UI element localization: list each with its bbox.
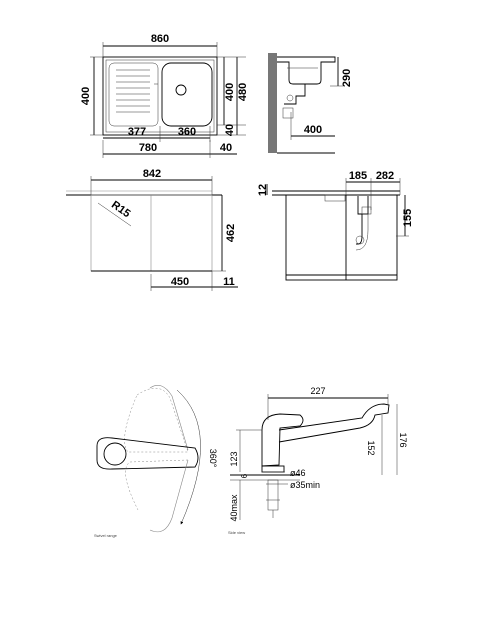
dim-tap-height-body: 123 <box>229 451 239 466</box>
sink-bowl <box>161 62 213 127</box>
spout-position-front <box>149 459 189 533</box>
side-view-caption: Side view <box>228 530 245 535</box>
dim-tap-reach: 227 <box>310 386 325 396</box>
dim-edge: 11 <box>223 276 235 288</box>
cabinet-side-view: 12 185 282 155 <box>257 170 414 281</box>
dim-corner-radius: R15 <box>109 199 132 220</box>
tap-lever <box>261 413 304 467</box>
cabinet-plan-view: R15 842 462 450 11 <box>66 168 238 291</box>
dim-offset-bottom: 40 <box>224 124 236 136</box>
sink-profile <box>277 56 336 85</box>
swivel-caption: Swivel range <box>94 533 118 538</box>
drainer-area <box>108 62 159 127</box>
drainer-ribs <box>116 69 150 113</box>
dim-cabinet-width: 842 <box>143 168 161 180</box>
dim-sink-width: 860 <box>151 33 169 45</box>
dim-bowl-width: 377 <box>128 126 146 138</box>
sink-side-view: 290 400 <box>268 53 353 154</box>
tap-spout <box>278 403 390 443</box>
dim-cutout-width: 780 <box>139 142 157 154</box>
dim-overall-depth: 480 <box>237 83 249 101</box>
dim-bowl-depth: 290 <box>341 69 353 87</box>
dim-drainer-width: 360 <box>178 126 196 138</box>
cabinet-waste-pipe <box>356 214 363 245</box>
cabinet-body <box>285 194 398 281</box>
waste-trap <box>284 84 306 105</box>
dim-tap-height-spout: 152 <box>366 440 376 455</box>
cabinet-outline <box>90 194 213 272</box>
dim-cabinet-height: 155 <box>402 209 414 227</box>
dim-cabinet-depth: 462 <box>225 224 237 242</box>
swivel-arc <box>176 389 201 525</box>
dim-to-waste: 282 <box>376 170 394 182</box>
dim-bowl-offset: 450 <box>171 276 189 288</box>
dim-worktop-thickness: 12 <box>257 184 269 196</box>
tap-swivel-view: 360° Swivel range <box>94 385 218 538</box>
dim-waste-offset: 400 <box>304 124 322 136</box>
sink-top-view: 860 400 400 480 40 377 360 780 40 <box>80 33 249 158</box>
dim-max-thickness: 40max <box>229 494 239 522</box>
swivel-angle: 360° <box>208 449 218 468</box>
wall-section <box>268 53 277 153</box>
tap-shank <box>267 479 279 511</box>
spout-position-back <box>149 385 189 451</box>
dim-hole-min: ø35min <box>290 480 320 490</box>
dim-hole-diameter: ø46 <box>290 468 306 478</box>
dim-tap-height-total: 176 <box>398 432 408 447</box>
tap-side-view: 227 176 152 123 6 40max ø46 ø35min Side … <box>228 386 408 535</box>
dim-cutout-depth: 400 <box>224 83 236 101</box>
dim-sink-depth: 400 <box>80 87 92 105</box>
dim-gap: 185 <box>349 170 367 182</box>
dim-tap-base: 6 <box>240 473 249 478</box>
sink-outline <box>102 56 218 136</box>
tap-top-outline <box>96 437 199 470</box>
dim-offset-right: 40 <box>220 142 232 154</box>
drain-hole <box>175 84 187 96</box>
